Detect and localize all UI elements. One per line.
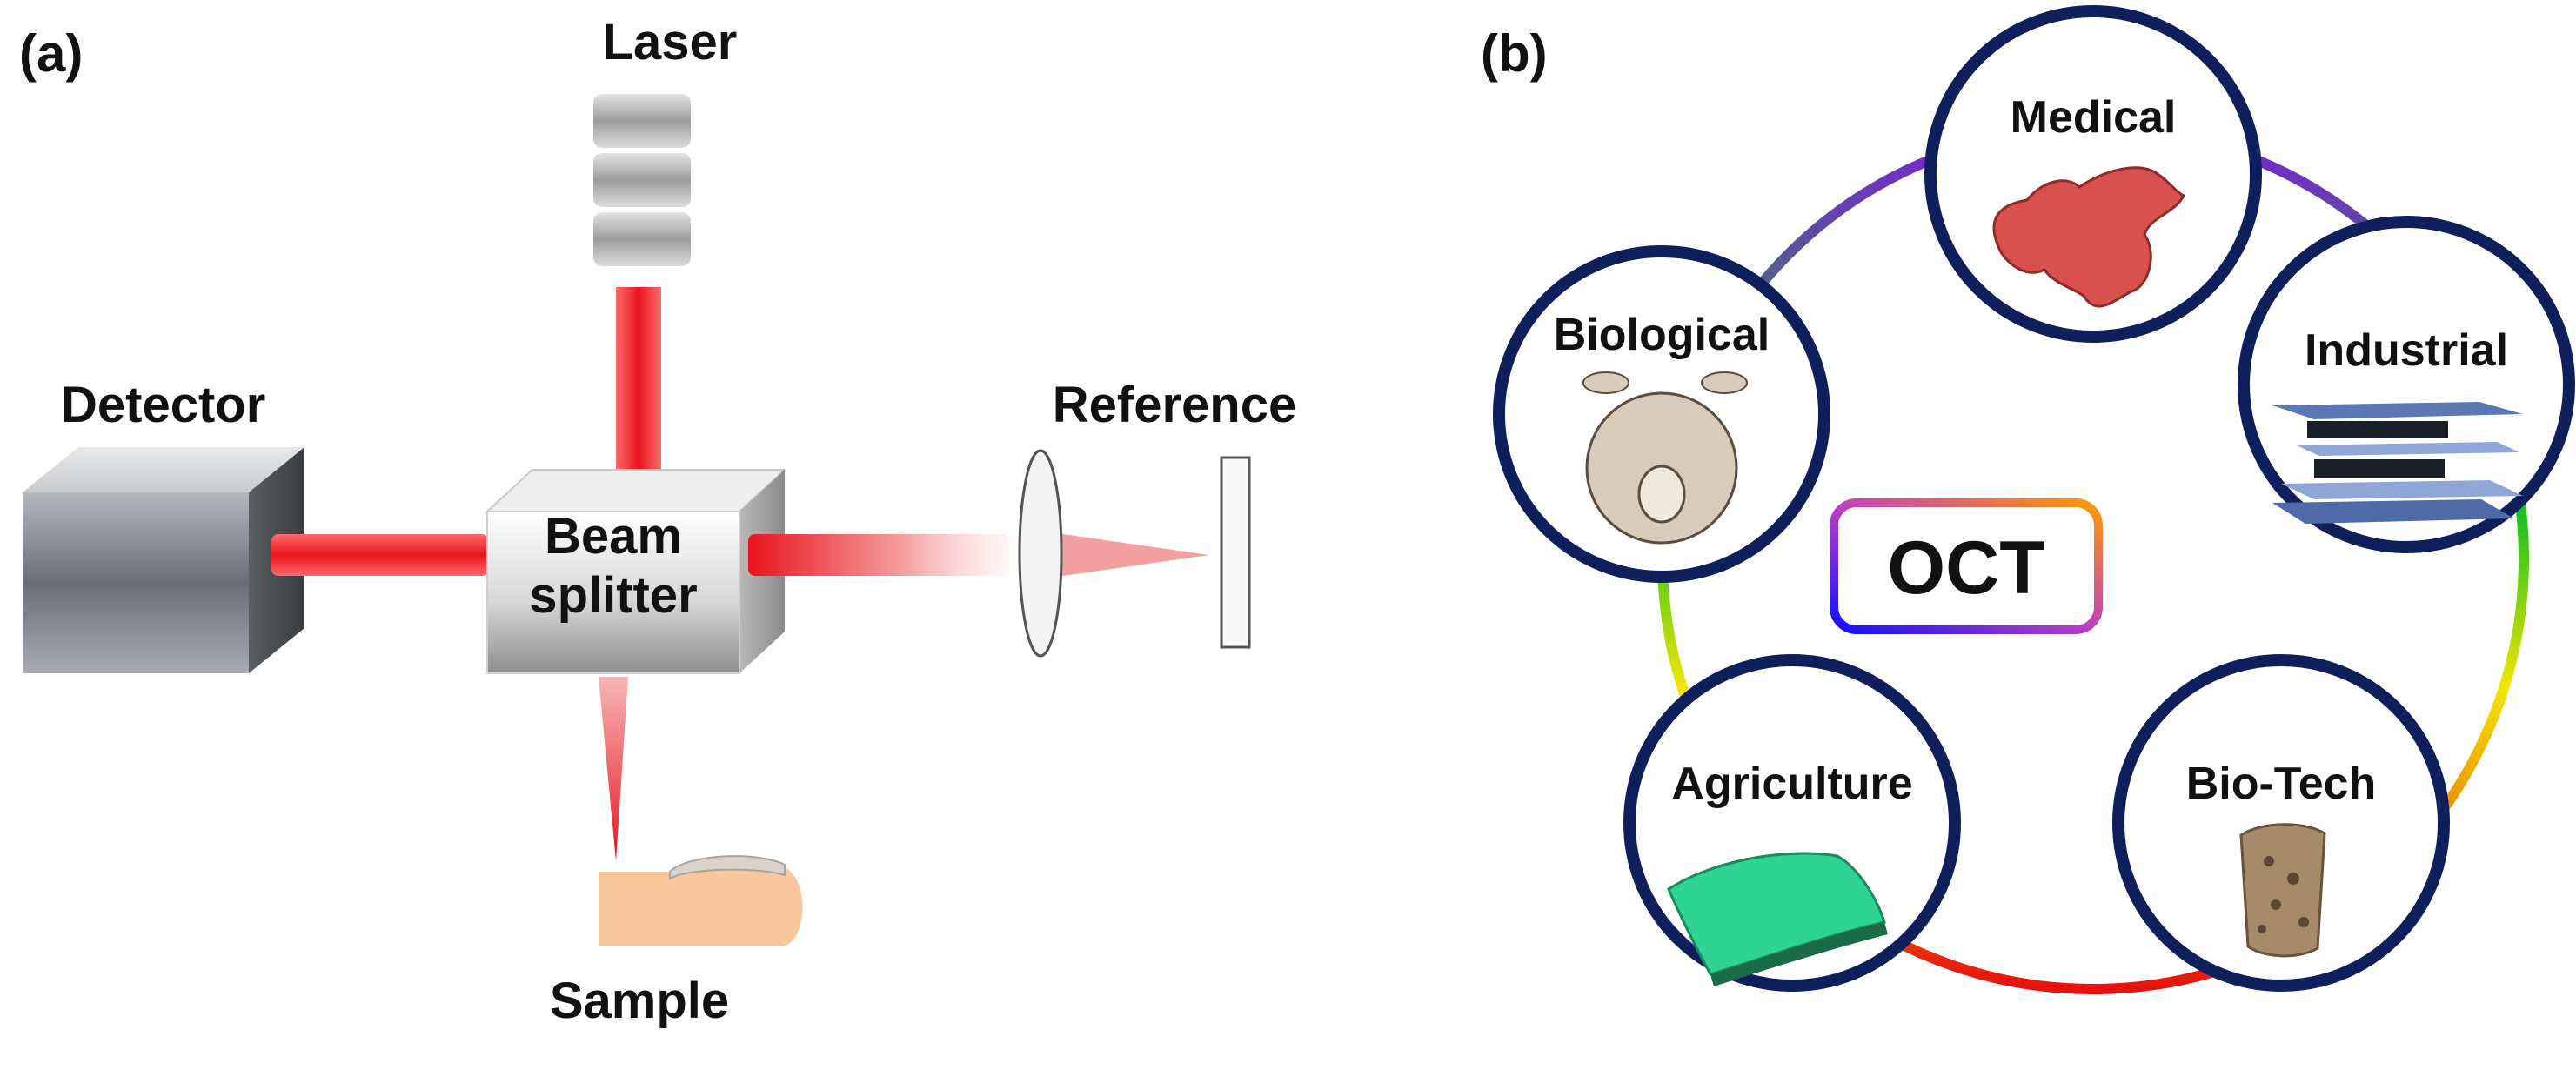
- reference-label: Reference: [1053, 377, 1296, 433]
- medical-label: Medical: [2011, 92, 2177, 143]
- biotech-node: Bio-Tech: [2112, 654, 2450, 992]
- biological-label: Biological: [1554, 310, 1770, 360]
- sample-finger: [599, 855, 803, 946]
- industrial-node: Industrial: [2238, 216, 2575, 553]
- biological-scan-image: [1582, 371, 1748, 545]
- industrial-label: Industrial: [2305, 325, 2508, 376]
- sample-label: Sample: [550, 973, 729, 1029]
- panel-b-label: (b): [1481, 24, 1548, 83]
- biological-node: Biological: [1493, 245, 1830, 583]
- agriculture-scan-image: [1667, 852, 1888, 986]
- oct-box: [1830, 498, 2103, 634]
- beam-splitter-label-line2: splitter: [529, 567, 697, 624]
- agriculture-node: Agriculture: [1623, 654, 1961, 992]
- beam-splitter-cube: [485, 469, 787, 674]
- medical-scan-image: [1992, 166, 2186, 308]
- sample-beam: [599, 677, 628, 861]
- reference-lens: [1018, 449, 1063, 658]
- biotech-label: Bio-Tech: [2186, 759, 2377, 809]
- panel-a-label: (a): [19, 24, 83, 83]
- detector-beam: [271, 534, 489, 576]
- reference-mirror: [1220, 456, 1251, 649]
- laser-label: Laser: [603, 14, 738, 70]
- reference-beam: [748, 534, 1009, 576]
- agriculture-label: Agriculture: [1671, 759, 1912, 809]
- oct-label: OCT: [1887, 526, 2045, 610]
- focused-reference-beam: [1027, 529, 1209, 581]
- beam-splitter-label-line1: Beam: [545, 508, 682, 565]
- industrial-scan-image: [2272, 402, 2523, 524]
- detector-label: Detector: [61, 377, 265, 433]
- biotech-scan-image: [2239, 823, 2326, 958]
- laser-source: [593, 94, 691, 266]
- detector-box: [23, 447, 304, 673]
- medical-node: Medical: [1924, 5, 2262, 343]
